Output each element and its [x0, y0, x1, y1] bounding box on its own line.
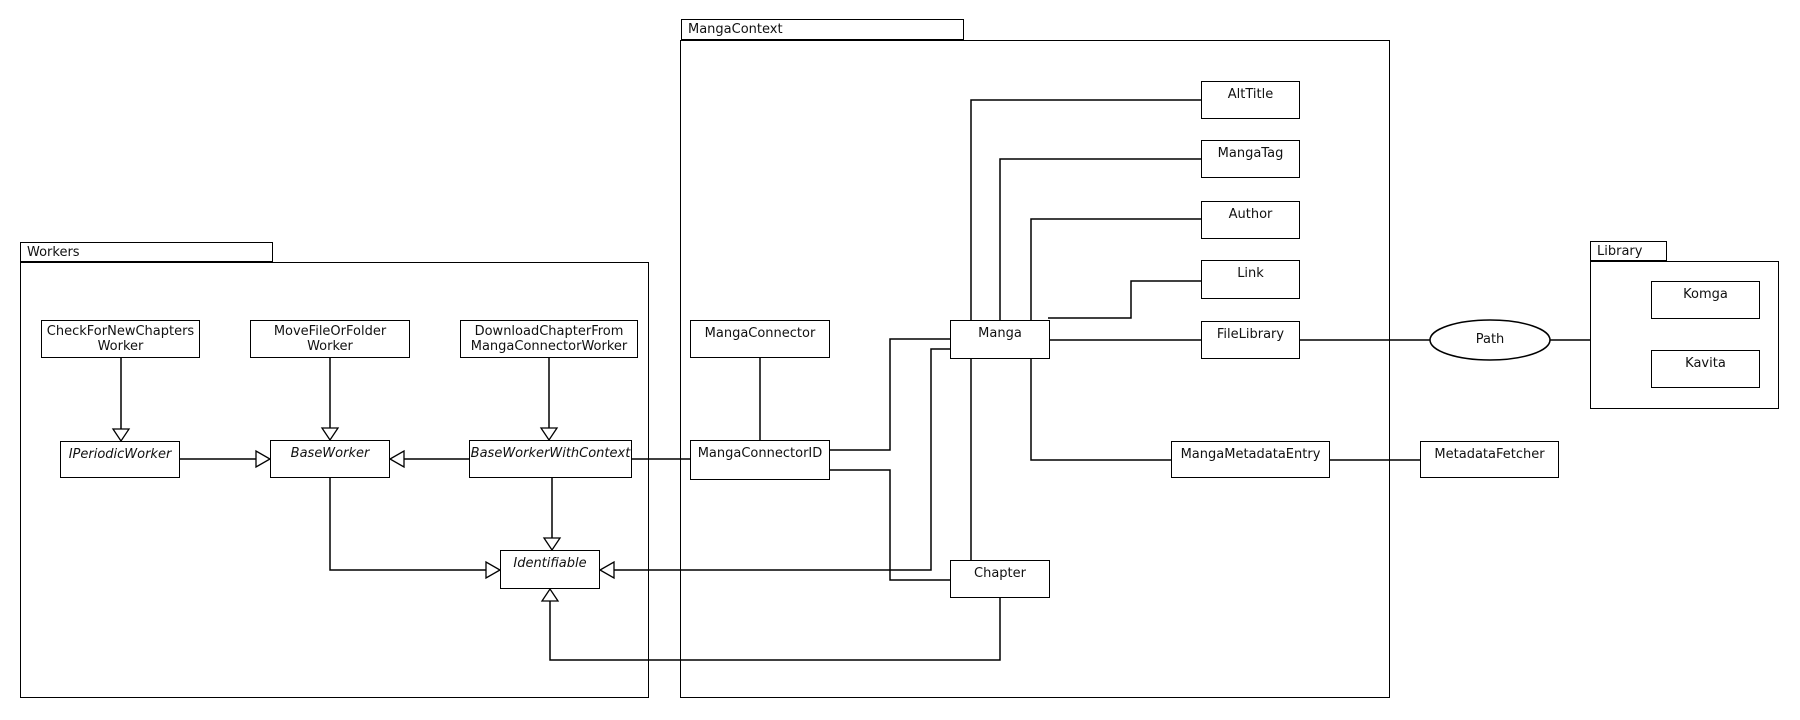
class-author: Author — [1201, 201, 1300, 239]
class-checkfornewchaptersworker: CheckForNewChapters Worker — [41, 320, 200, 358]
interface-baseworkerwithcontext: BaseWorkerWithContext — [469, 440, 632, 478]
path-ellipse-label: Path — [1475, 332, 1505, 347]
class-komga: Komga — [1651, 281, 1760, 319]
class-kavita: Kavita — [1651, 350, 1760, 388]
edge-manga-link — [1048, 280, 1201, 319]
package-label: Workers — [27, 245, 80, 260]
edge-manga-mangatag — [999, 158, 1201, 320]
inheritance-arrow-icon — [598, 560, 615, 580]
class-filelibrary: FileLibrary — [1201, 321, 1300, 359]
inheritance-arrow-icon — [111, 428, 131, 443]
package-label: Library — [1597, 244, 1643, 259]
edge-chapter-identifiable — [549, 598, 1001, 661]
inheritance-arrow-icon — [485, 560, 502, 580]
class-movefileorfolderworker: MoveFileOrFolder Worker — [250, 320, 410, 358]
package-tab-library: Library — [1590, 241, 1667, 261]
inheritance-arrow-icon — [539, 427, 559, 442]
interface-identifiable: Identifiable — [500, 550, 600, 589]
edge-manga-author — [1030, 218, 1201, 320]
edge-manga-alttitle — [970, 99, 1201, 320]
package-label: MangaContext — [688, 22, 783, 37]
class-metadatafetcher: MetadataFetcher — [1420, 441, 1559, 478]
class-mangaconnectorid: MangaConnectorID — [690, 440, 830, 480]
edge-mangaconnectorid-chapter — [830, 469, 950, 581]
inheritance-arrow-icon — [542, 537, 562, 552]
class-mangatag: MangaTag — [1201, 140, 1300, 178]
class-label: MangaConnectorWorker — [470, 339, 628, 354]
class-label: DownloadChapterFrom — [474, 324, 624, 339]
path-ellipse-node — [1429, 319, 1551, 361]
edge-mangaconnectorid-manga — [830, 338, 950, 451]
class-downloadchapterfrommangaconnectorworker: DownloadChapterFrom MangaConnectorWorker — [460, 320, 638, 358]
class-label: Worker — [97, 339, 144, 354]
inheritance-arrow-icon — [388, 449, 405, 469]
package-body-mangacontext — [680, 40, 1390, 698]
package-body-library — [1590, 261, 1779, 409]
class-link: Link — [1201, 260, 1300, 299]
class-chapter: Chapter — [950, 560, 1050, 598]
package-tab-mangacontext: MangaContext — [681, 19, 964, 40]
inheritance-arrow-icon — [320, 427, 340, 442]
class-manga: Manga — [950, 320, 1050, 359]
class-mangametadataentry: MangaMetadataEntry — [1171, 441, 1330, 478]
class-mangaconnector: MangaConnector — [690, 320, 830, 358]
inheritance-arrow-icon — [255, 449, 272, 469]
class-label: Worker — [307, 339, 353, 354]
package-body-workers — [20, 262, 649, 698]
edge-baseworker-identifiable — [329, 478, 486, 571]
edge-manga-mangametadataentry — [1030, 359, 1171, 461]
interface-baseworker: BaseWorker — [270, 440, 390, 478]
edge-manga-identifiable — [614, 348, 950, 571]
package-tab-workers: Workers — [20, 242, 273, 262]
class-label: CheckForNewChapters — [46, 324, 195, 339]
interface-iperiodicworker: IPeriodicWorker — [60, 441, 180, 478]
class-alttitle: AltTitle — [1201, 81, 1300, 119]
class-label: MoveFileOrFolder — [273, 324, 387, 339]
inheritance-arrow-icon — [540, 587, 560, 602]
